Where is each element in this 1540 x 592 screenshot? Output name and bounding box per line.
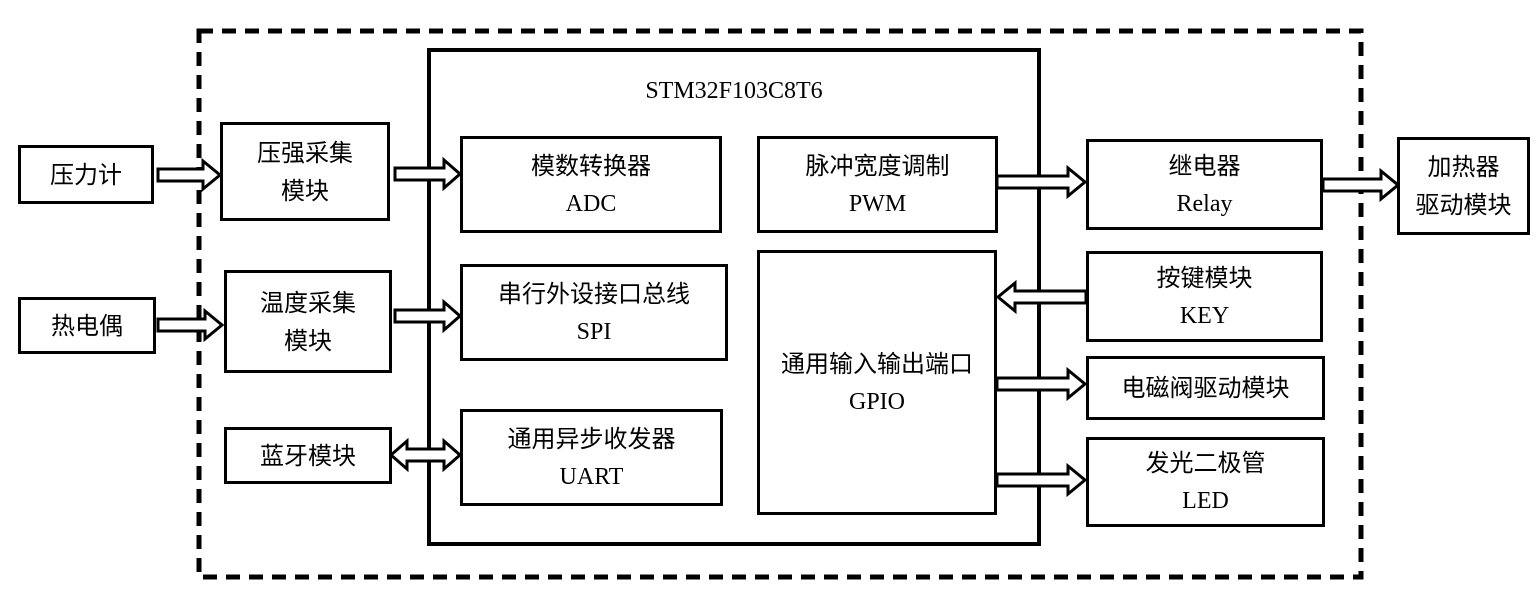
temp-acq-line2: 模块 xyxy=(284,326,332,355)
pressure-acq-line2: 模块 xyxy=(281,176,329,205)
led-box: 发光二极管 LED xyxy=(1086,437,1325,527)
spi-box: 串行外设接口总线 SPI xyxy=(460,264,728,361)
uart-line2: UART xyxy=(559,463,624,490)
temp-acq-line1: 温度采集 xyxy=(260,288,356,317)
arrow-key-to-gpio xyxy=(995,279,1088,315)
gpio-line2: GPIO xyxy=(848,388,905,415)
arrow-pwm-to-relay xyxy=(995,164,1088,200)
relay-box: 继电器 Relay xyxy=(1086,139,1323,230)
uart-box: 通用异步收发器 UART xyxy=(460,409,723,506)
thermocouple-label: 热电偶 xyxy=(51,311,123,340)
pwm-box: 脉冲宽度调制 PWM xyxy=(757,136,998,233)
arrow-pressure-gauge-to-acq xyxy=(156,157,223,193)
pressure-gauge-box: 压力计 xyxy=(18,145,154,204)
key-line1: 按键模块 xyxy=(1156,263,1253,292)
uart-line1: 通用异步收发器 xyxy=(507,424,676,453)
bluetooth-label: 蓝牙模块 xyxy=(260,441,356,470)
pressure-gauge-label: 压力计 xyxy=(50,160,122,189)
temperature-acquisition-module: 温度采集 模块 xyxy=(224,270,392,373)
led-line1: 发光二极管 xyxy=(1145,449,1266,477)
arrow-temp-to-spi xyxy=(393,298,463,334)
spi-line1: 串行外设接口总线 xyxy=(498,279,690,308)
gpio-line1: 通用输入输出端口 xyxy=(781,349,973,378)
pressure-acquisition-module: 压强采集 模块 xyxy=(220,122,390,221)
arrow-pressure-to-adc xyxy=(393,156,463,192)
gpio-box: 通用输入输出端口 GPIO xyxy=(757,250,997,515)
key-module-box: 按键模块 KEY xyxy=(1086,251,1323,342)
relay-line2: Relay xyxy=(1176,190,1233,217)
solenoid-driver-box: 电磁阀驱动模块 xyxy=(1086,356,1325,420)
system-boundary xyxy=(196,28,1364,580)
relay-line1: 继电器 xyxy=(1168,151,1241,180)
led-line2: LED xyxy=(1182,488,1229,514)
pwm-line2: PWM xyxy=(848,190,907,217)
adc-box: 模数转换器 ADC xyxy=(460,136,722,233)
bluetooth-module: 蓝牙模块 xyxy=(224,427,392,484)
arrow-thermocouple-to-acq xyxy=(156,307,225,343)
heater-driver-box: 加热器 驱动模块 xyxy=(1397,137,1530,235)
arrow-relay-to-heater xyxy=(1321,167,1401,203)
key-line2: KEY xyxy=(1179,302,1230,329)
arrow-gpio-to-led xyxy=(995,462,1088,498)
pressure-acq-line1: 压强采集 xyxy=(257,138,353,167)
adc-line1: 模数转换器 xyxy=(531,151,651,180)
arrow-bluetooth-uart xyxy=(388,437,463,473)
thermocouple-box: 热电偶 xyxy=(18,297,156,354)
adc-line2: ADC xyxy=(565,190,617,217)
mcu-title: STM32F103C8T6 xyxy=(645,78,823,104)
solenoid-label: 电磁阀驱动模块 xyxy=(1121,374,1290,402)
pwm-line1: 脉冲宽度调制 xyxy=(805,151,950,180)
spi-line2: SPI xyxy=(576,318,612,345)
arrow-gpio-to-solenoid xyxy=(995,366,1088,402)
heater-line1: 加热器 xyxy=(1427,153,1500,181)
heater-line2: 驱动模块 xyxy=(1415,191,1512,219)
